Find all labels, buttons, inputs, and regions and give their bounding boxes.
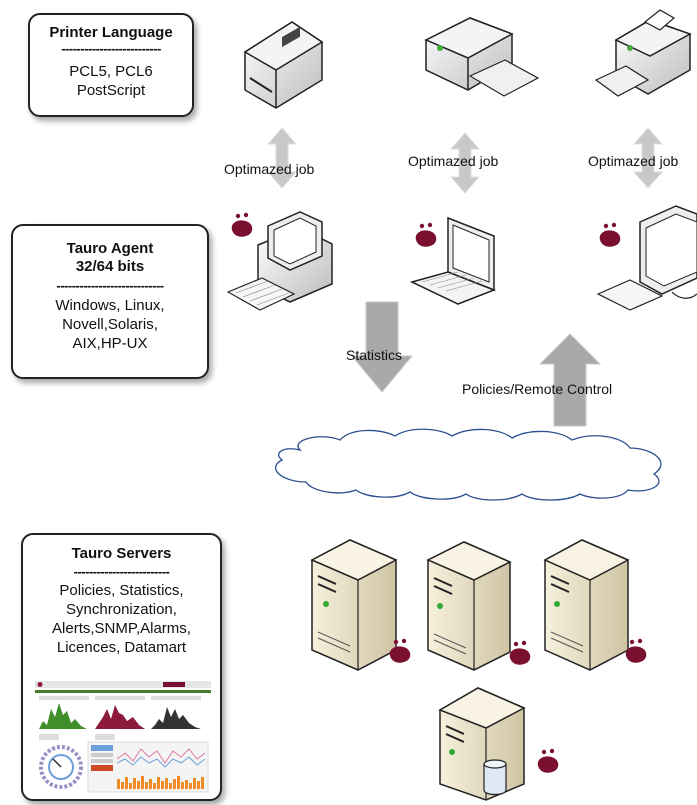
- laptop-icon: [409, 216, 497, 305]
- tauro-agent-icon: [231, 212, 253, 237]
- tauro-agent-subtitle: 32/64 bits: [75, 258, 145, 275]
- optimized-job-label: Optimazed job: [588, 153, 679, 169]
- printer-language-box: Printer Language -----------------------…: [28, 13, 194, 117]
- printer-language-line: PostScript: [76, 82, 146, 99]
- tauro-agent-icon: [415, 222, 437, 247]
- cloud-icon: [274, 428, 662, 501]
- tauro-agent-icon: [625, 638, 647, 663]
- tauro-servers-title: Tauro Servers: [71, 545, 172, 562]
- tauro-servers-box: Tauro Servers ------------------------- …: [21, 533, 222, 801]
- optimized-job-label: Optimazed job: [224, 161, 315, 177]
- printer-icon: [243, 21, 324, 109]
- tauro-agent-line: AIX,HP-UX: [72, 335, 148, 352]
- tauro-agent-icon: [509, 640, 531, 665]
- tauro-servers-line: Alerts,SNMP,Alarms,: [52, 620, 191, 637]
- tauro-servers-line: Policies, Statistics,: [59, 582, 184, 599]
- database-icon: [483, 759, 507, 796]
- server-icon: [310, 539, 398, 671]
- policies-remote-control-label: Policies/Remote Control: [462, 381, 613, 397]
- printer-icon: [594, 9, 692, 97]
- tauro-servers-line: Licences, Datamart: [56, 639, 187, 656]
- separator: --------------------------: [61, 42, 161, 56]
- server-icon: [543, 539, 630, 671]
- separator: -------------------------: [73, 565, 170, 579]
- tauro-agent-line: Windows, Linux,: [55, 297, 165, 314]
- policies-arrow: [538, 333, 602, 427]
- separator: ----------------------------: [56, 279, 164, 293]
- tauro-agent-title: Tauro Agent: [66, 240, 154, 257]
- database-server-icon: [438, 687, 526, 801]
- desktop-computer-icon: [226, 211, 333, 311]
- optimized-job-label: Optimazed job: [408, 153, 499, 169]
- statistics-arrow: [350, 301, 414, 393]
- printer-language-title: Printer Language: [49, 24, 173, 41]
- tauro-servers-line: Synchronization,: [66, 601, 177, 618]
- tauro-agent-icon: [537, 748, 559, 773]
- tauro-agent-icon: [599, 222, 621, 247]
- dashboard-thumbnail: [33, 679, 213, 794]
- tauro-agent-line: Novell,Solaris,: [62, 316, 158, 333]
- monitor-icon: [596, 205, 697, 311]
- tauro-agent-box: Tauro Agent 32/64 bits -----------------…: [11, 224, 209, 379]
- printer-language-line: PCL5, PCL6: [69, 63, 153, 80]
- server-icon: [426, 541, 512, 671]
- printer-icon: [424, 17, 540, 97]
- statistics-label: Statistics: [346, 347, 403, 363]
